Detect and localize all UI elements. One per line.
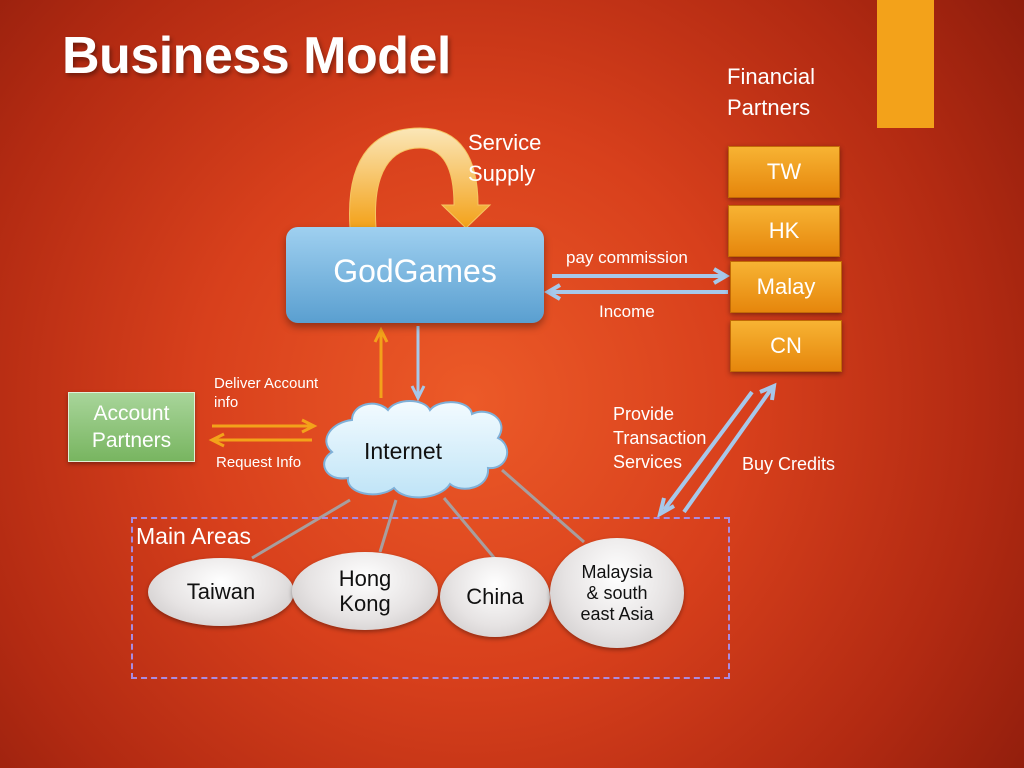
request-info-label: Request Info bbox=[216, 454, 302, 471]
to-internet-arrow bbox=[410, 326, 426, 402]
financial-heading-line1: Financial bbox=[727, 64, 816, 89]
deliver-line2: info bbox=[214, 394, 239, 411]
pay-commission-label: pay commission bbox=[566, 248, 688, 267]
financial-heading-line2: Partners bbox=[727, 95, 811, 120]
accent-bar bbox=[877, 0, 934, 128]
financial-partner-label: CN bbox=[770, 333, 802, 358]
financial-partner-hk: HK bbox=[728, 205, 840, 257]
financial-partner-label: TW bbox=[766, 159, 802, 184]
internet-label: Internet bbox=[364, 438, 442, 464]
account-partners-line2: Partners bbox=[91, 429, 172, 452]
provide-line1: Provide bbox=[613, 404, 675, 424]
financial-partner-tw: TW bbox=[728, 146, 840, 198]
service-supply-label: Service Supply bbox=[468, 127, 541, 189]
provide-line2: Transaction bbox=[613, 428, 707, 448]
deliver-account-arrow bbox=[212, 418, 318, 434]
main-areas-box bbox=[131, 517, 730, 679]
godgames-node: GodGames bbox=[286, 227, 544, 323]
internet-region-links bbox=[251, 468, 585, 561]
service-supply-line1: Service bbox=[468, 130, 542, 155]
region-label-line3: east Asia bbox=[580, 603, 654, 624]
provide-line3: Services bbox=[613, 452, 683, 472]
region-label-line2: Kong bbox=[339, 591, 391, 616]
account-partners-node: Account Partners bbox=[68, 392, 195, 462]
financial-partner-cn: CN bbox=[730, 320, 842, 372]
buy-credits-arrow bbox=[682, 382, 777, 514]
financial-partners-heading: Financial Partners bbox=[727, 61, 815, 123]
service-supply-line2: Supply bbox=[468, 161, 536, 186]
buy-credits-label: Buy Credits bbox=[742, 454, 836, 474]
region-malaysia: Malaysia & south east Asia bbox=[550, 538, 684, 648]
service-supply-arrow bbox=[349, 127, 492, 229]
region-taiwan: Taiwan bbox=[148, 558, 294, 626]
provide-transaction-arrow bbox=[656, 390, 754, 519]
internet-cloud bbox=[323, 400, 509, 499]
financial-partner-label: Malay bbox=[756, 274, 816, 299]
provide-transaction-label: Provide Transaction Services bbox=[613, 402, 706, 474]
region-label-line1: Hong bbox=[338, 566, 392, 591]
region-label-line2: & south bbox=[586, 582, 648, 603]
request-info-arrow bbox=[208, 432, 312, 448]
godgames-label: GodGames bbox=[333, 252, 497, 289]
main-areas-label: Main Areas bbox=[136, 523, 252, 549]
account-partners-line1: Account bbox=[93, 402, 170, 425]
region-china: China bbox=[440, 557, 550, 637]
region-label: China bbox=[466, 584, 524, 609]
region-label: Taiwan bbox=[186, 579, 256, 604]
financial-partner-label: HK bbox=[768, 218, 800, 243]
income-arrow bbox=[544, 283, 728, 301]
income-label: Income bbox=[599, 302, 655, 321]
financial-partner-malay: Malay bbox=[730, 261, 842, 313]
deliver-line1: Deliver Account bbox=[214, 375, 319, 392]
slide-title: Business Model bbox=[62, 27, 451, 85]
deliver-account-label: Deliver Account info bbox=[214, 374, 318, 412]
pay-commission-arrow bbox=[552, 267, 730, 285]
to-godgames-arrow bbox=[373, 326, 389, 398]
region-hong-kong: Hong Kong bbox=[292, 552, 438, 630]
region-label-line1: Malaysia bbox=[581, 561, 653, 582]
